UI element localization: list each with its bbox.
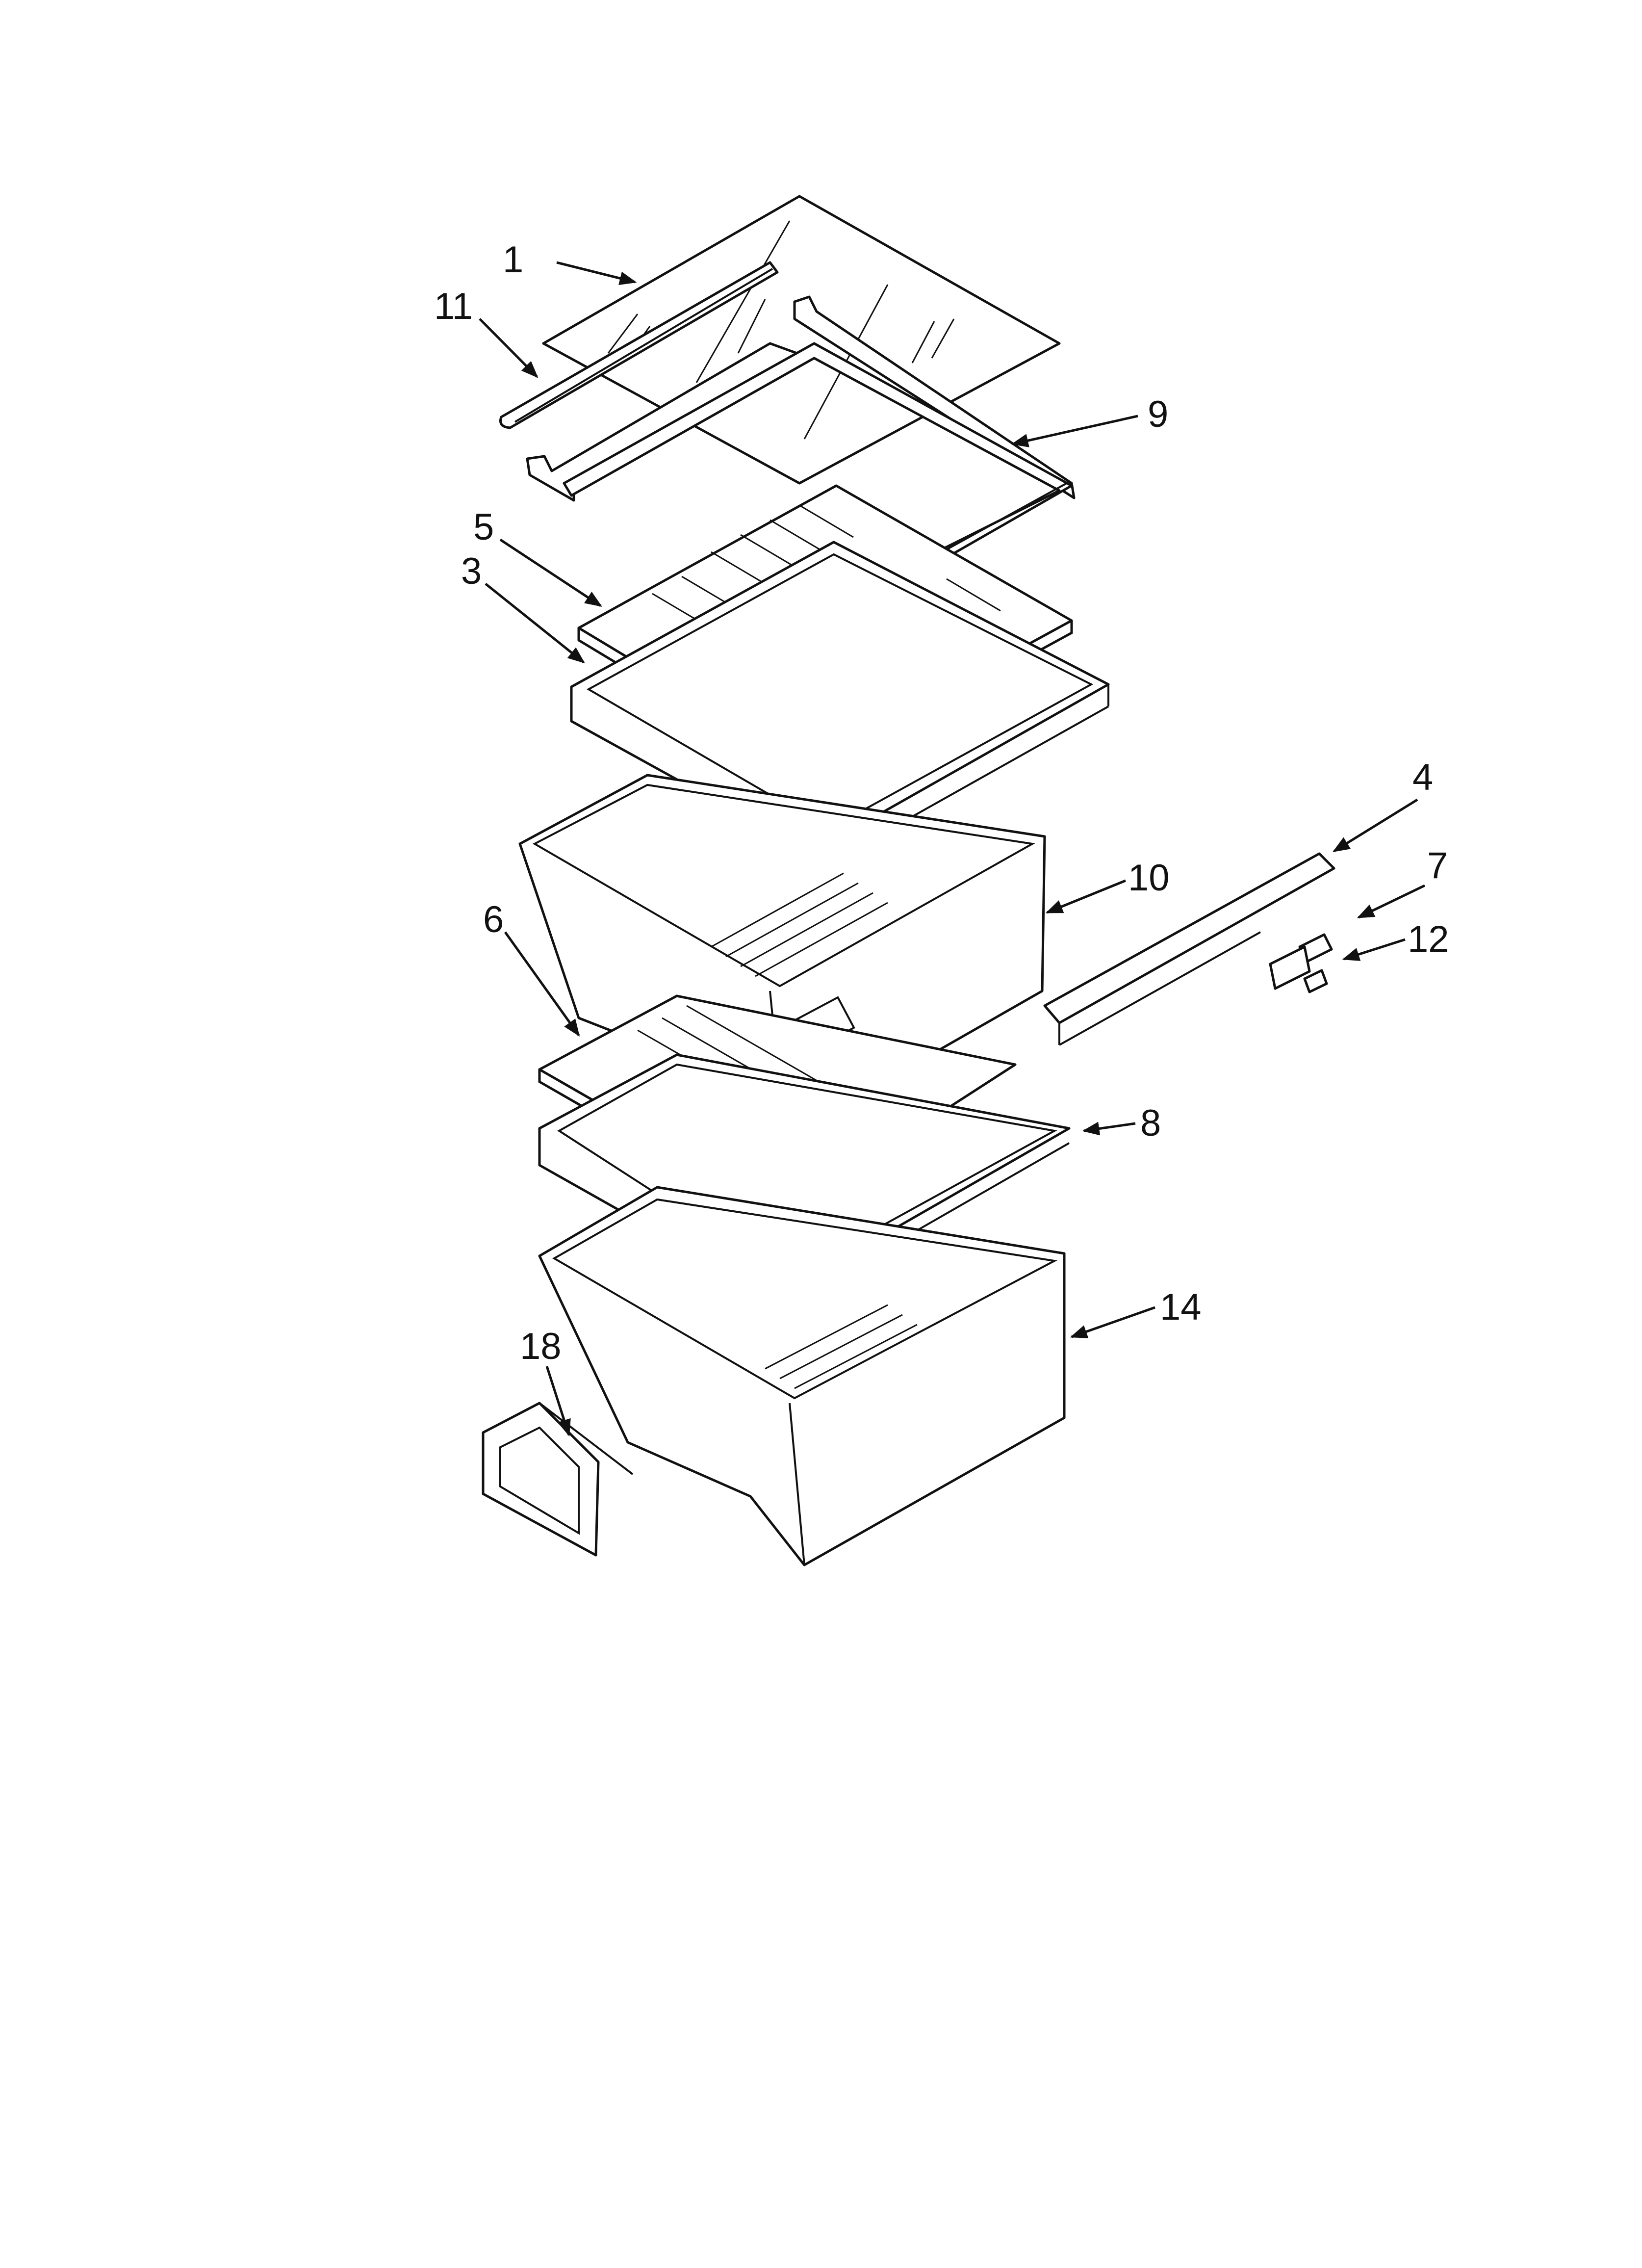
leader-arrow-12	[1342, 938, 1406, 961]
leader-arrow-3	[485, 583, 585, 664]
shelf-frame-part	[526, 295, 1076, 639]
leader-arrow-4	[1333, 798, 1418, 853]
leader-arrow-10	[1045, 879, 1126, 914]
callout-label-11: 11	[434, 286, 473, 327]
leader-arrow-1	[556, 261, 637, 285]
callout-label-1: 1	[503, 239, 523, 281]
callout-label-14: 14	[1160, 1286, 1202, 1328]
callout-label-10: 10	[1128, 857, 1170, 899]
callout-label-7: 7	[1427, 845, 1448, 886]
rail-clip-part	[1269, 945, 1328, 993]
callout-label-8: 8	[1140, 1102, 1161, 1144]
leader-arrow-11	[479, 318, 539, 378]
drawer-label-part	[482, 1402, 634, 1557]
callout-label-5: 5	[473, 506, 494, 548]
shelf-trim-part	[499, 261, 779, 429]
leader-arrow-9	[1011, 415, 1138, 447]
leader-arrow-18	[545, 1366, 571, 1437]
callout-label-3: 3	[461, 550, 482, 592]
callout-label-18: 18	[520, 1326, 562, 1367]
callout-label-9: 9	[1148, 393, 1168, 435]
lower-crisper-drawer-part	[538, 1186, 1066, 1566]
callout-label-6: 6	[483, 899, 504, 940]
callout-label-12: 12	[1408, 918, 1449, 960]
leader-arrow-6	[504, 931, 580, 1037]
leader-arrow-7	[1357, 884, 1426, 919]
leader-arrow-8	[1082, 1121, 1136, 1136]
leader-arrow-5	[499, 538, 602, 607]
leader-arrow-14	[1070, 1306, 1155, 1338]
callout-label-4: 4	[1412, 756, 1433, 798]
crisper-rail-part	[1043, 852, 1335, 1046]
